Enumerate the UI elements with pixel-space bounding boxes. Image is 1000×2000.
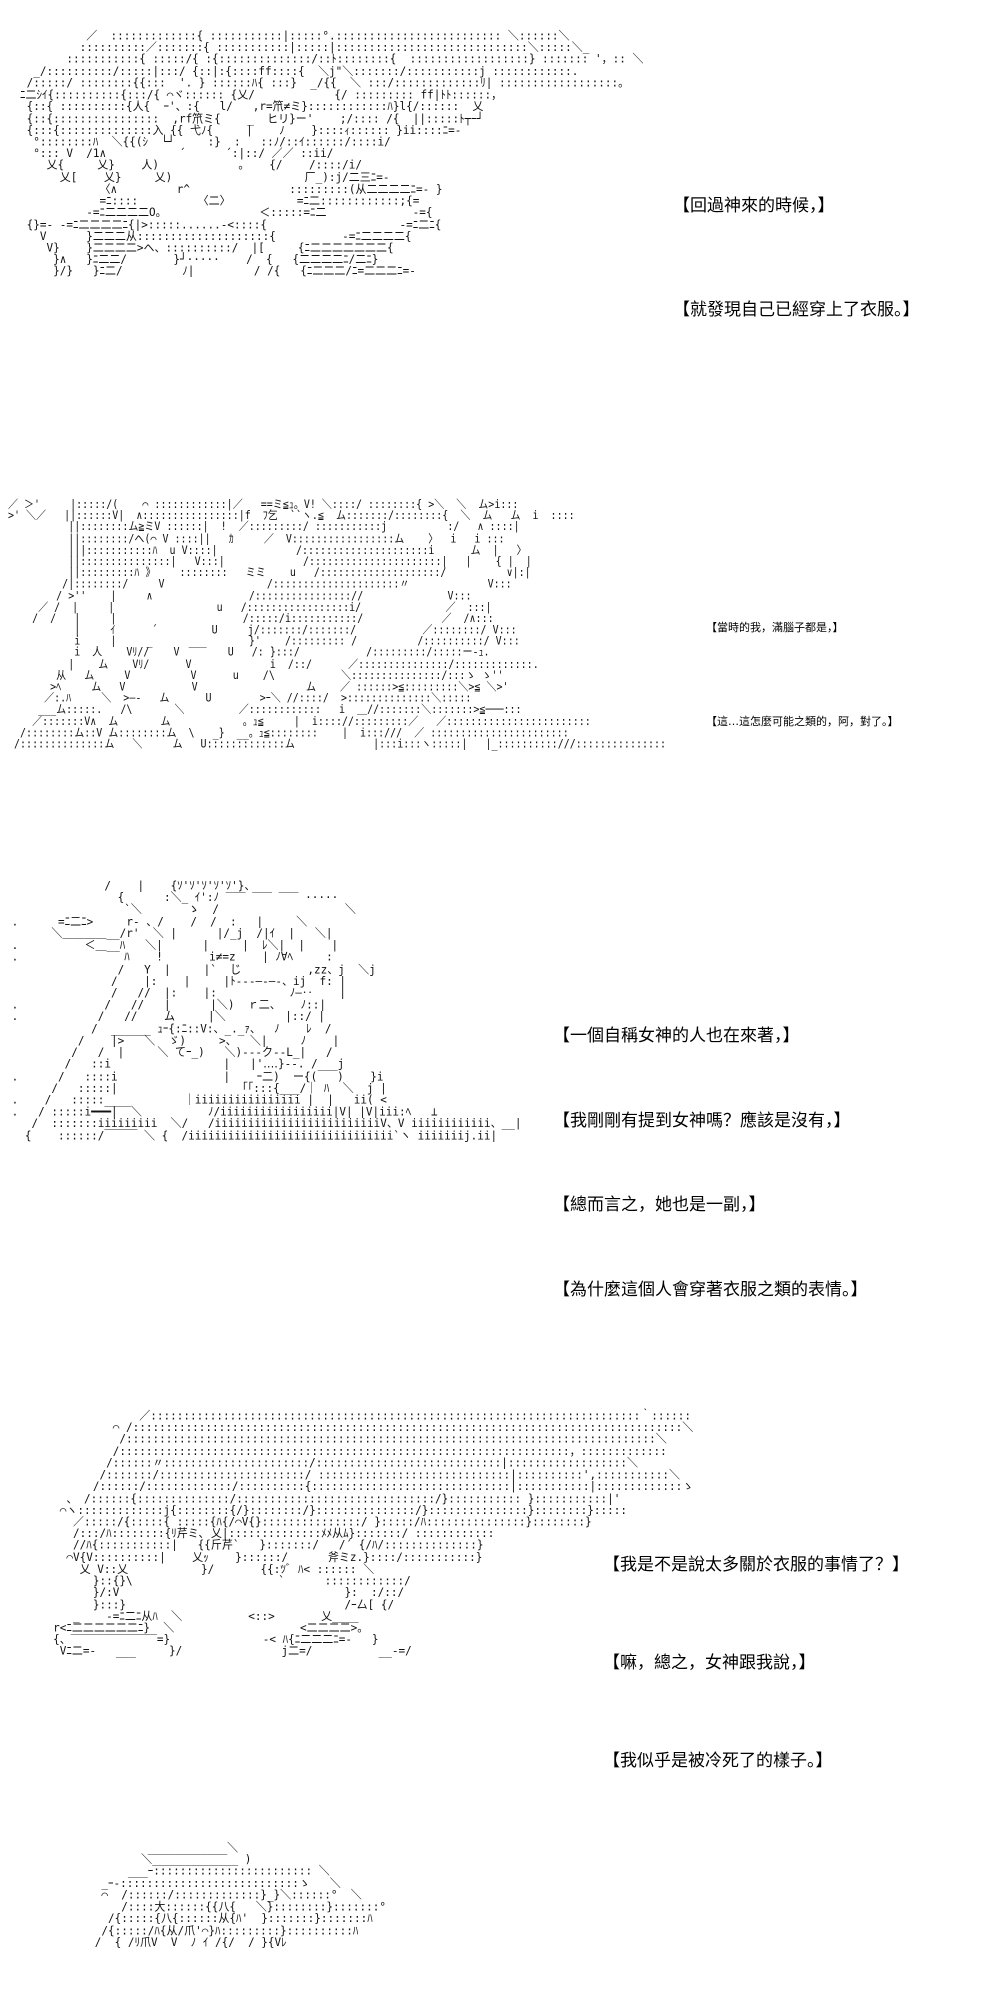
panel-1: ／ :::::::::::::{ :::::::::::|:::::°.::::… xyxy=(0,0,1000,460)
caption: 【一個自稱女神的人也在來著，】 xyxy=(553,1026,800,1046)
caption: 【我似乎是被冷死了的樣子。】 xyxy=(603,1751,833,1771)
caption: 【回過神來的時候，】 xyxy=(673,196,835,216)
ascii-art-partial-figure: ____________＼ ＼_____________ ) ___ｰ:::::… xyxy=(94,1840,387,1949)
caption: 【為什麼這個人會穿著衣服之類的表情。】 xyxy=(553,1280,868,1300)
panel-5: ____________＼ ＼_____________ ) ___ｰ:::::… xyxy=(0,1830,1000,2000)
panel-3: / | {ｿ'ｿ'ｿ'ｿ'ｿ'}、 { :＼_ ｲ':ﾉ ‾‾‾ ‾‾‾ ‾‾‾… xyxy=(0,860,1000,1390)
caption: 【總而言之，她也是一副，】 xyxy=(553,1195,766,1215)
caption: 【我是不是說太多關於衣服的事情了？】 xyxy=(603,1555,909,1575)
ascii-art-boy-surprised: ／ :::::::::::::{ :::::::::::|:::::°.::::… xyxy=(20,28,644,279)
ascii-art-girl-hair-scene: ／ ＞' |:::::/( ⌒ ::::::::::::|／ ==ミ≦ｭ。V! … xyxy=(8,498,667,751)
ascii-art-boy-explaining: ／:::::::::::::::::::::::::::::::::::::::… xyxy=(53,1408,694,1659)
caption: 【當時的我，滿腦子都是，】 xyxy=(706,621,844,634)
caption: 【嘛，總之，女神跟我說，】 xyxy=(603,1653,816,1673)
ascii-art-goddess-side-view: / | {ｿ'ｿ'ｿ'ｿ'ｿ'}、 { :＼_ ｲ':ﾉ ‾‾‾ ‾‾‾ ‾‾‾… xyxy=(11,878,522,1143)
caption: 【這…這怎麼可能之類的，阿，對了。】 xyxy=(706,715,899,728)
caption: 【就發現自己已經穿上了衣服。】 xyxy=(673,300,920,320)
panel-2: ／ ＞' |:::::/( ⌒ ::::::::::::|／ ==ミ≦ｭ。V! … xyxy=(0,460,1000,860)
panel-4: ／:::::::::::::::::::::::::::::::::::::::… xyxy=(0,1390,1000,1830)
caption: 【我剛剛有提到女神嗎？應該是沒有，】 xyxy=(553,1111,851,1131)
